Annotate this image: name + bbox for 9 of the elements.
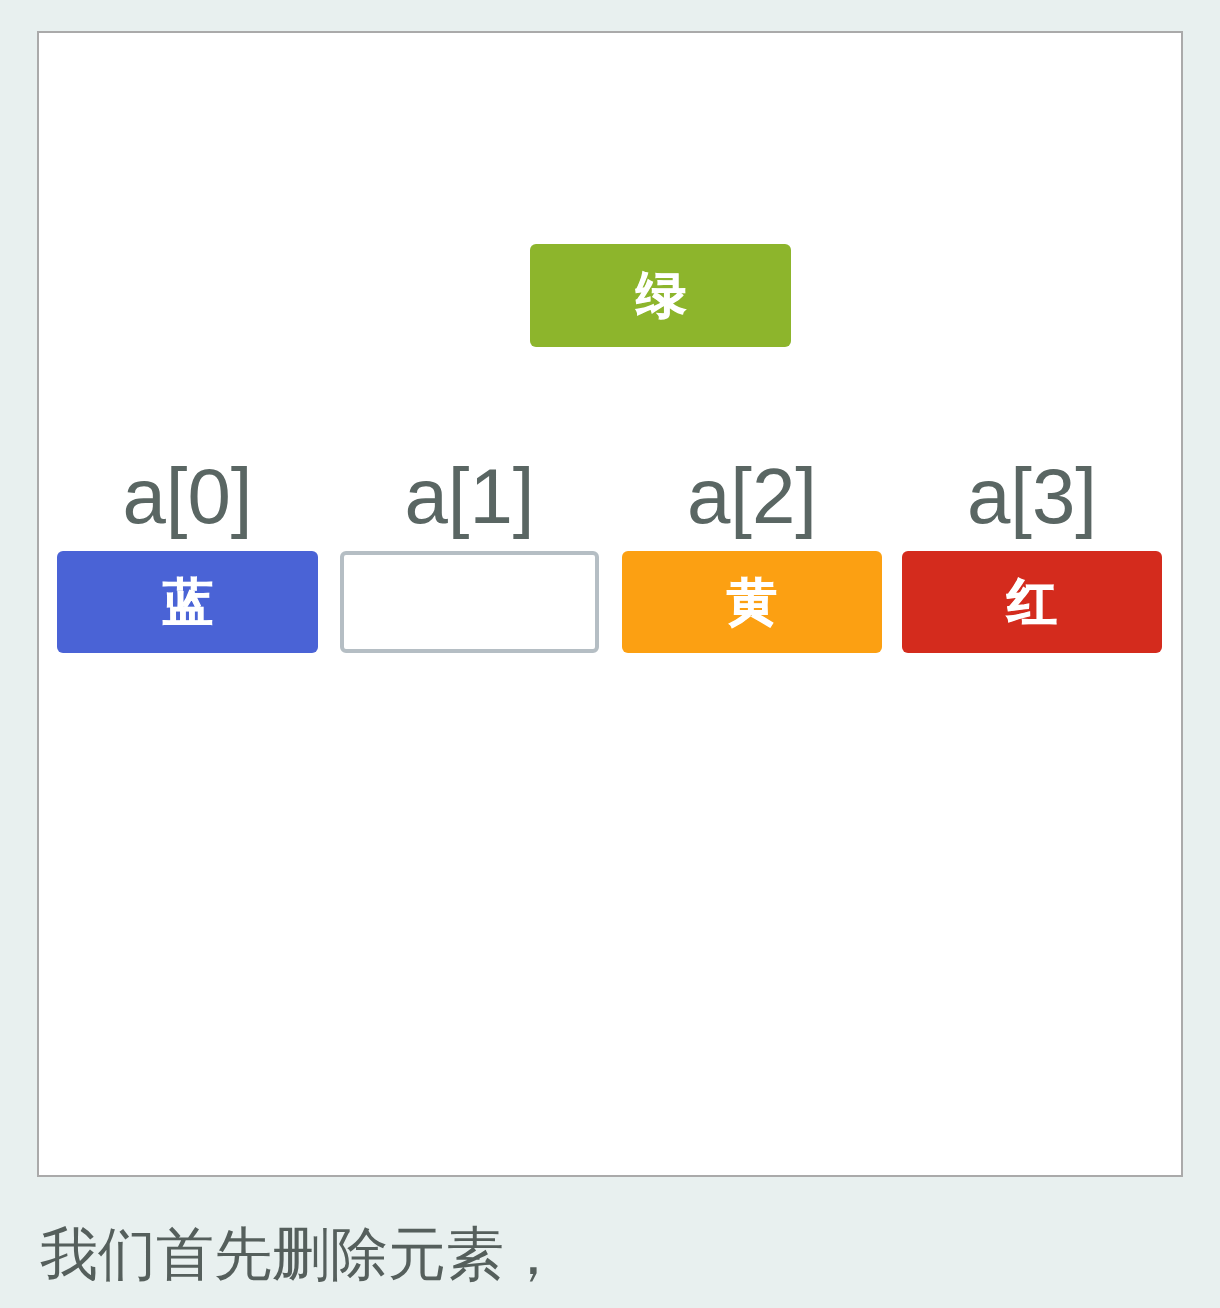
index-label: a[3]	[965, 451, 1099, 541]
element-box: 红	[902, 551, 1162, 653]
element-box: 黄	[622, 551, 882, 653]
index-label: a[0]	[121, 451, 254, 541]
index-label: a[2]	[685, 451, 819, 541]
element-box: 蓝	[57, 551, 318, 653]
index-label: a[1]	[403, 451, 536, 541]
element-box: 绿	[530, 244, 791, 347]
caption: 我们首先删除元素，	[40, 1219, 562, 1290]
